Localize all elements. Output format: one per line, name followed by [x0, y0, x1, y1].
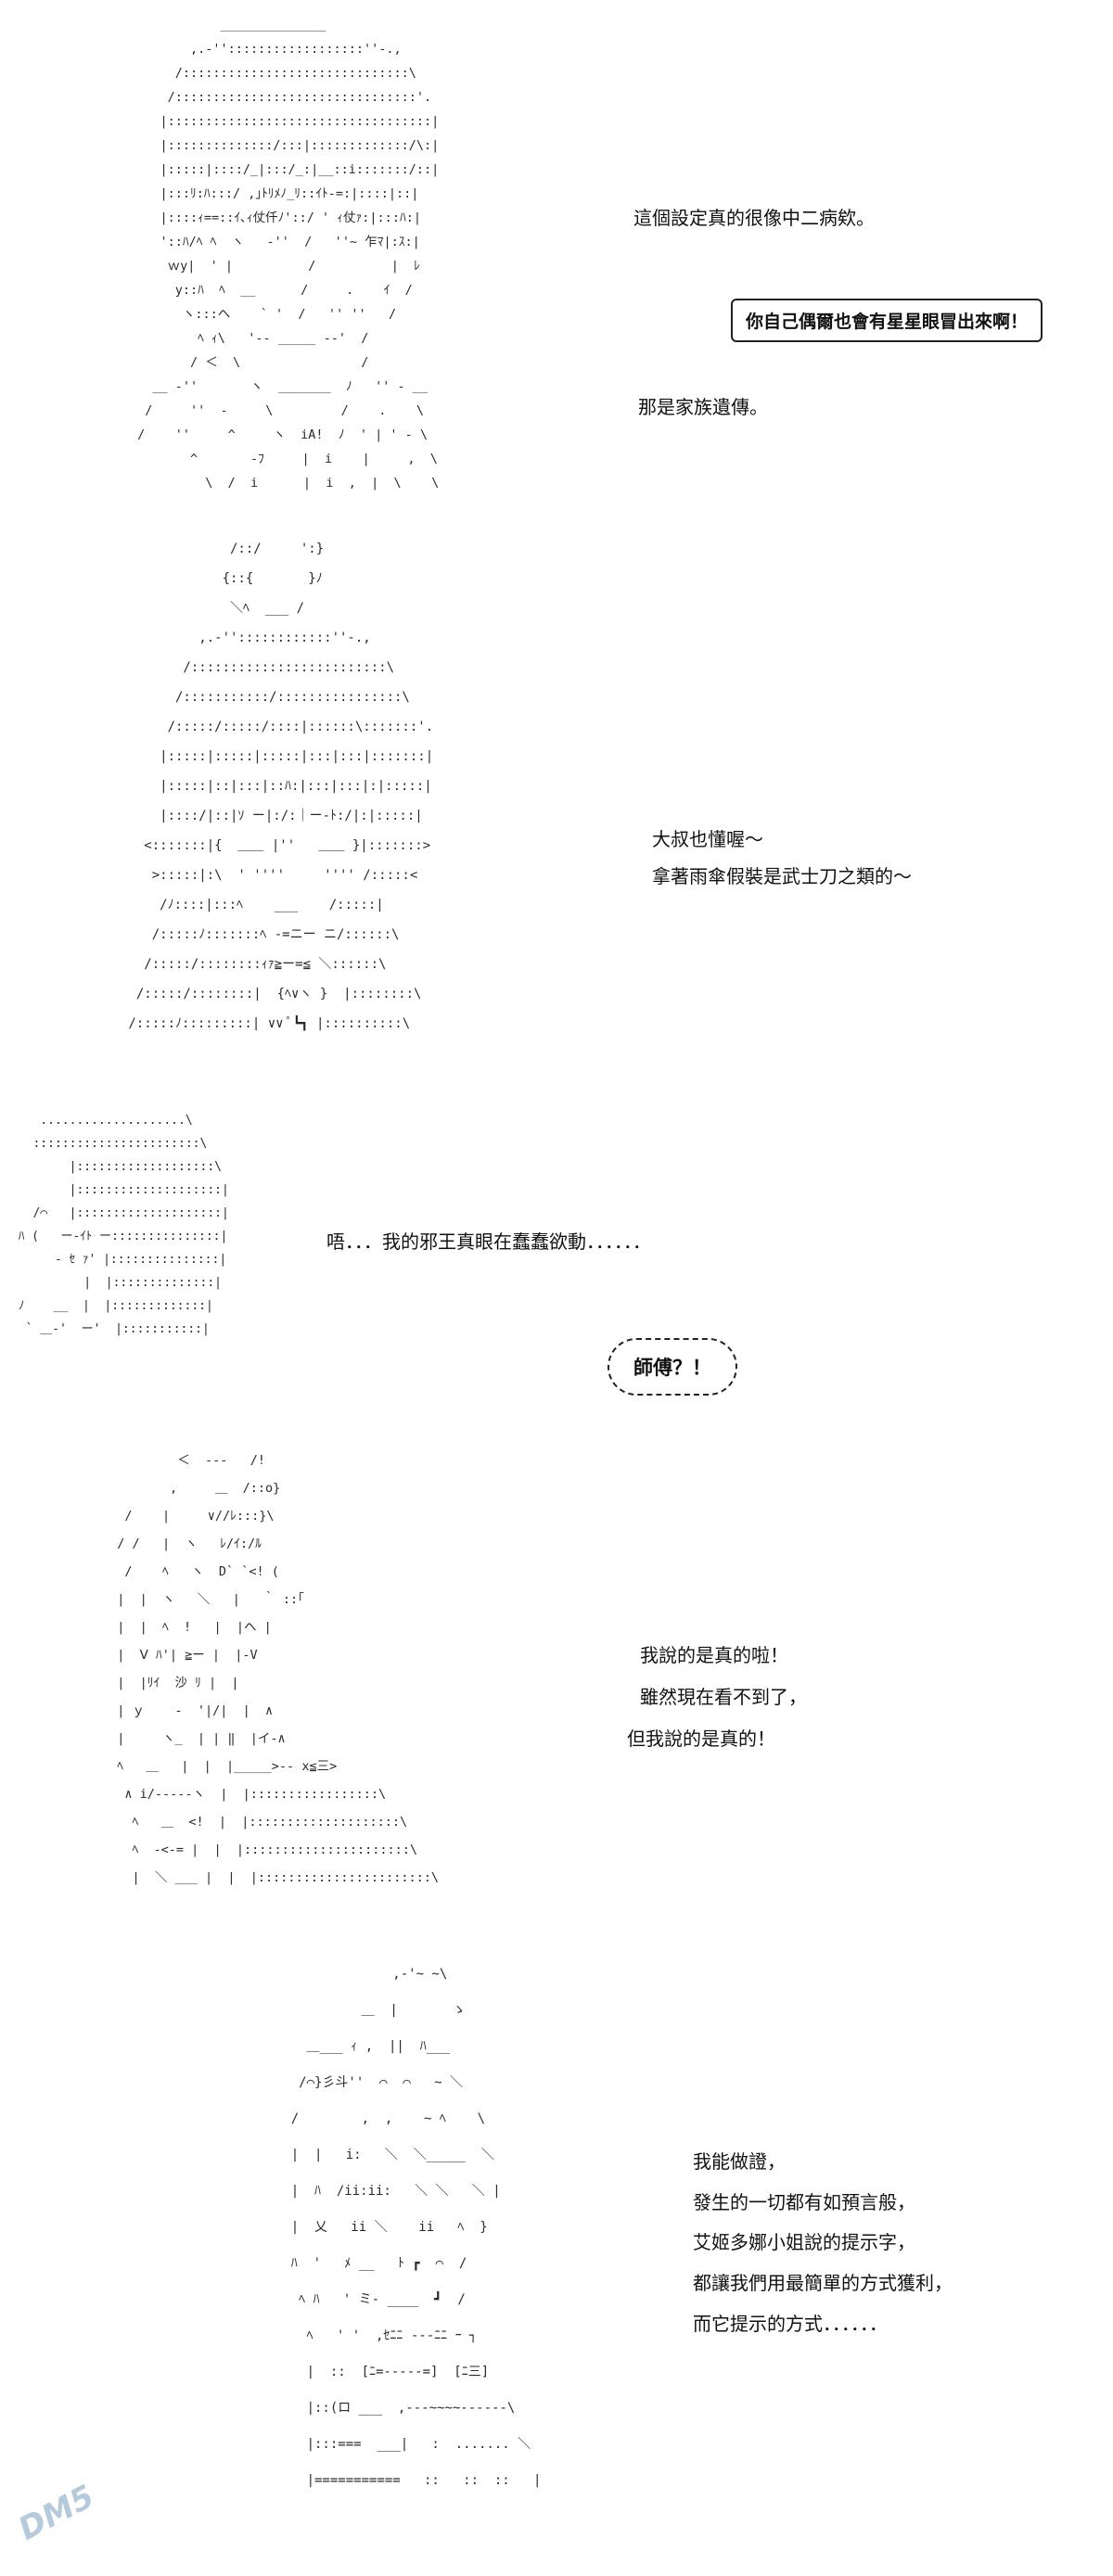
dialogue-line: 但我說的是真的！	[627, 1728, 775, 1750]
dialogue-line: 唔．．．我的邪王真眼在蠢蠢欲動．．．．．．	[326, 1231, 651, 1253]
ascii-art-girl-arms: ＜ --- /! , ＿ /::o} / | ∨//ﾚ:::}\ / / | ヽ…	[117, 1453, 439, 1885]
dialogue-line: 艾姬多娜小姐說的提示字，	[693, 2231, 915, 2253]
dialogue-line: 這個設定真的很像中二病欸。	[633, 207, 875, 229]
speech-bubble: 你自己偶爾也會有星星眼冒出來啊！	[731, 299, 1043, 342]
dialogue-line: 發生的一切都有如預言般，	[693, 2191, 915, 2213]
panel-3: ....................\ ::::::::::::::::::…	[0, 1094, 1113, 1428]
dialogue-line: 那是家族遺傳。	[638, 396, 768, 418]
dialogue-line: 雖然現在看不到了，	[640, 1686, 807, 1708]
panel-1: ______________ ,.-''::::::::::::::::::''…	[0, 0, 1113, 519]
ascii-art-man: ______________ ,.-''::::::::::::::::::''…	[137, 18, 440, 491]
dialogue-line: 我能做證，	[693, 2150, 786, 2173]
panel-4: ＜ --- /! , ＿ /::o} / | ∨//ﾚ:::}\ / / | ヽ…	[0, 1428, 1113, 1947]
dialogue-line: 大叔也懂喔～	[652, 828, 763, 850]
dialogue-line: 而它提示的方式．．．．．．	[693, 2313, 888, 2335]
dialogue-line: 拿著雨傘假裝是武士刀之類的～	[652, 865, 912, 887]
dialogue-line: 我說的是真的啦！	[640, 1644, 788, 1666]
ascii-art-girl-ponytail: ,-'~ ~\ ＿ | ゝ ＿___ ｨ , || ﾊ___ /⌒}彡斗'' ⌒…	[290, 1967, 542, 2488]
panel-5: ,-'~ ~\ ＿ | ゝ ＿___ ｨ , || ﾊ___ /⌒}彡斗'' ⌒…	[0, 1947, 1113, 2576]
shout-burst: 師傅？！	[608, 1338, 737, 1396]
panel-2: /::/ ':} {::{ }ﾉ ＼ﾍ ___ / ,.-'':::::::::…	[0, 519, 1113, 1094]
ascii-art-figure: ....................\ ::::::::::::::::::…	[18, 1114, 229, 1336]
ascii-art-girl: /::/ ':} {::{ }ﾉ ＼ﾍ ___ / ,.-'':::::::::…	[128, 542, 434, 1031]
dialogue-line: 都讓我們用最簡單的方式獲利，	[693, 2272, 953, 2294]
